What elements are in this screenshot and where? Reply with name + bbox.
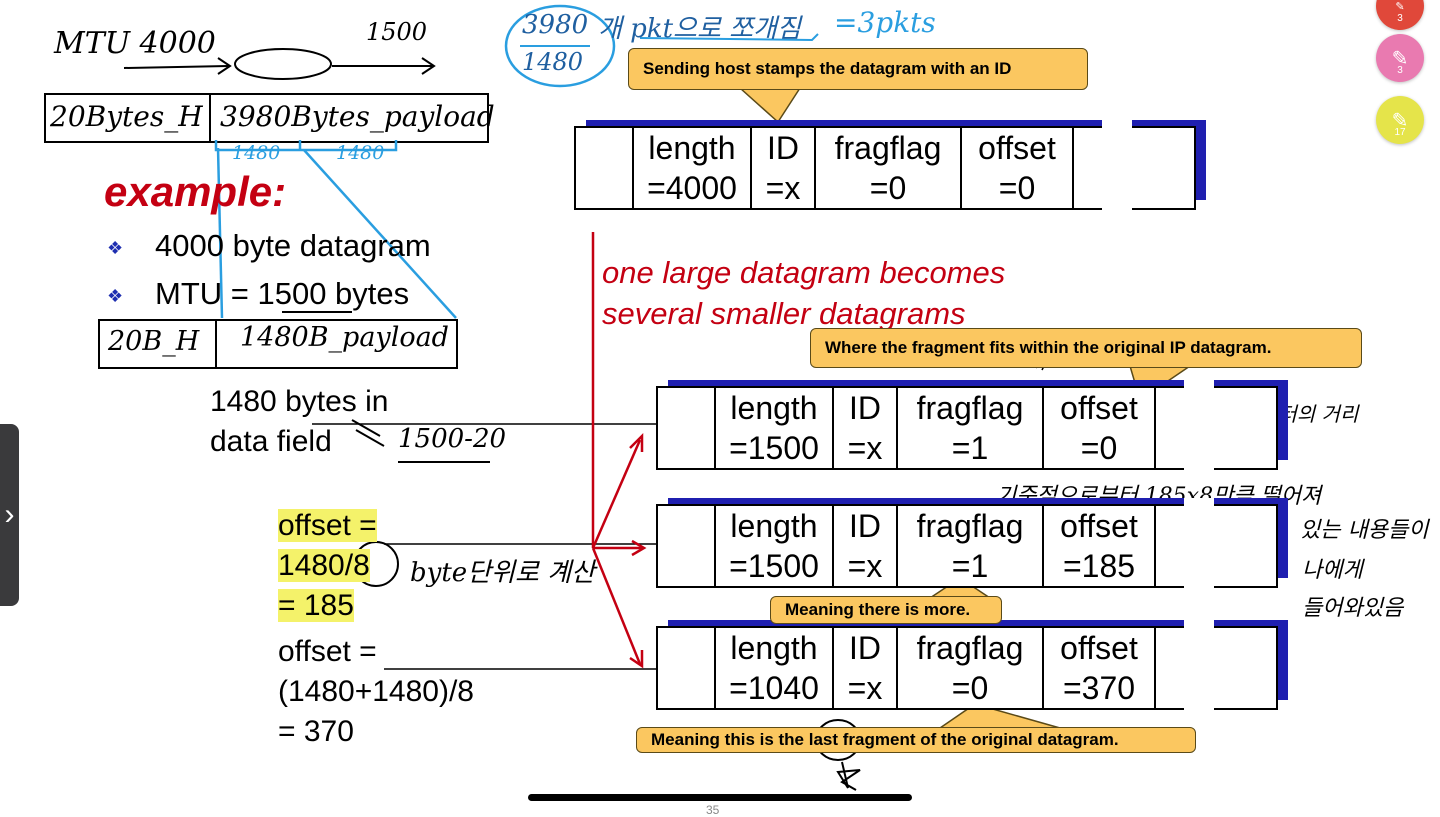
offset1-line-3: = 185 xyxy=(278,589,354,622)
id-field: ID=x xyxy=(834,388,898,468)
fragflag-field: fragflag=0 xyxy=(816,128,962,208)
highlighter-icon: ✎ xyxy=(1391,109,1409,132)
offset1-line-2: 1480/8 xyxy=(278,549,370,582)
brush-tool-button[interactable]: ✎ 3 xyxy=(1376,34,1424,82)
id-field: ID=x xyxy=(752,128,816,208)
fraction-bottom: 1480 xyxy=(522,48,584,76)
offset-field: offset=370 xyxy=(1044,628,1156,708)
offset-field: offset=0 xyxy=(962,128,1074,208)
header-20-label: 20Bytes_H xyxy=(50,100,203,133)
offset-field: offset=0 xyxy=(1044,388,1156,468)
callout-fragment-fits: Where the fragment fits within the origi… xyxy=(810,328,1362,368)
callout-more: Meaning there is more. xyxy=(770,596,1002,624)
datagram-fragment-1: length=1500 ID=x fragflag=1 offset=0 xyxy=(656,380,1288,470)
pkt-note: 개 pkt으로 쪼개짐 xyxy=(598,14,801,44)
brush-icon: ✎ xyxy=(1391,47,1409,70)
datagram-original: length=4000 ID=x fragflag=0 offset=0 xyxy=(574,120,1206,210)
page-number: 35 xyxy=(706,803,720,817)
home-indicator[interactable] xyxy=(528,794,912,801)
bullet-datagram: ❖ 4000 byte datagram xyxy=(107,228,431,264)
offset-note-3: 나에게 xyxy=(1302,558,1363,583)
bullet-datagram-text: 4000 byte datagram xyxy=(155,228,431,263)
fragflag-field: fragflag=1 xyxy=(898,506,1044,586)
highlighter-tool-button[interactable]: ✎ 17 xyxy=(1376,96,1424,144)
bullet-mtu: ❖ MTU = 1500 bytes xyxy=(107,276,410,312)
size-1500-label: 1500 xyxy=(366,18,428,46)
offset-note-2: 있는 내용들이 xyxy=(1300,518,1429,543)
offset-calc-1: offset = 1480/8 = 185 xyxy=(278,506,377,626)
data-field-text: 1480 bytes in data field xyxy=(210,382,388,462)
id-field: ID=x xyxy=(834,628,898,708)
bullet-mtu-text: MTU = 1500 bytes xyxy=(155,276,410,311)
bullet-diamond-icon: ❖ xyxy=(107,238,124,258)
length-field: length=1500 xyxy=(716,506,834,586)
datagram-fragment-2: length=1500 ID=x fragflag=1 offset=185 xyxy=(656,498,1288,588)
small-header-label: 20B_H xyxy=(108,326,200,357)
pen-icon: ✎ xyxy=(1395,0,1405,13)
fraction-top: 3980 xyxy=(522,10,589,40)
data-field-line-2: data field xyxy=(210,425,332,458)
caption-line-2: several smaller datagrams xyxy=(602,296,966,331)
payload-3980-label: 3980Bytes_payload xyxy=(220,100,495,133)
fragment-b-label: 1480 xyxy=(336,142,385,164)
small-payload-label: 1480B_payload xyxy=(240,322,449,353)
length-field: length=4000 xyxy=(634,128,752,208)
fragflag-field: fragflag=1 xyxy=(898,388,1044,468)
offset-note-4: 들어와있음 xyxy=(1302,596,1404,621)
offset2-line-3: = 370 xyxy=(278,715,354,748)
calc-note: 1500-20 xyxy=(398,424,507,454)
mtu-label: MTU 4000 xyxy=(54,26,216,61)
fragflag-field: fragflag=0 xyxy=(898,628,1044,708)
offset-calc-2: offset = (1480+1480)/8 = 370 xyxy=(278,632,474,752)
fragmentation-caption: one large datagram becomes several small… xyxy=(602,252,1005,334)
highlighter-count: 17 xyxy=(1394,127,1406,138)
pen-count: 3 xyxy=(1397,13,1403,24)
brush-count: 3 xyxy=(1397,65,1403,76)
fragment-a-label: 1480 xyxy=(232,142,281,164)
datagram-fragment-3: length=1040 ID=x fragflag=0 offset=370 xyxy=(656,620,1288,710)
offset1-line-1: offset = xyxy=(278,509,377,542)
byte-note: byte단위로 계산 xyxy=(410,558,596,588)
callout-stamp-id: Sending host stamps the datagram with an… xyxy=(628,48,1088,90)
caption-line-1: one large datagram becomes xyxy=(602,255,1006,290)
offset-field: offset=185 xyxy=(1044,506,1156,586)
callout-last-fragment: Meaning this is the last fragment of the… xyxy=(636,727,1196,753)
data-field-line-1: 1480 bytes in xyxy=(210,385,389,418)
length-field: length=1500 xyxy=(716,388,834,468)
offset2-line-1: offset = xyxy=(278,635,377,668)
example-title: example: xyxy=(104,168,287,215)
side-panel-toggle[interactable]: › xyxy=(0,424,19,606)
id-field: ID=x xyxy=(834,506,898,586)
length-field: length=1040 xyxy=(716,628,834,708)
result-note: =3pkts xyxy=(834,6,936,39)
bullet-diamond-icon: ❖ xyxy=(107,286,124,306)
offset2-line-2: (1480+1480)/8 xyxy=(278,675,474,708)
